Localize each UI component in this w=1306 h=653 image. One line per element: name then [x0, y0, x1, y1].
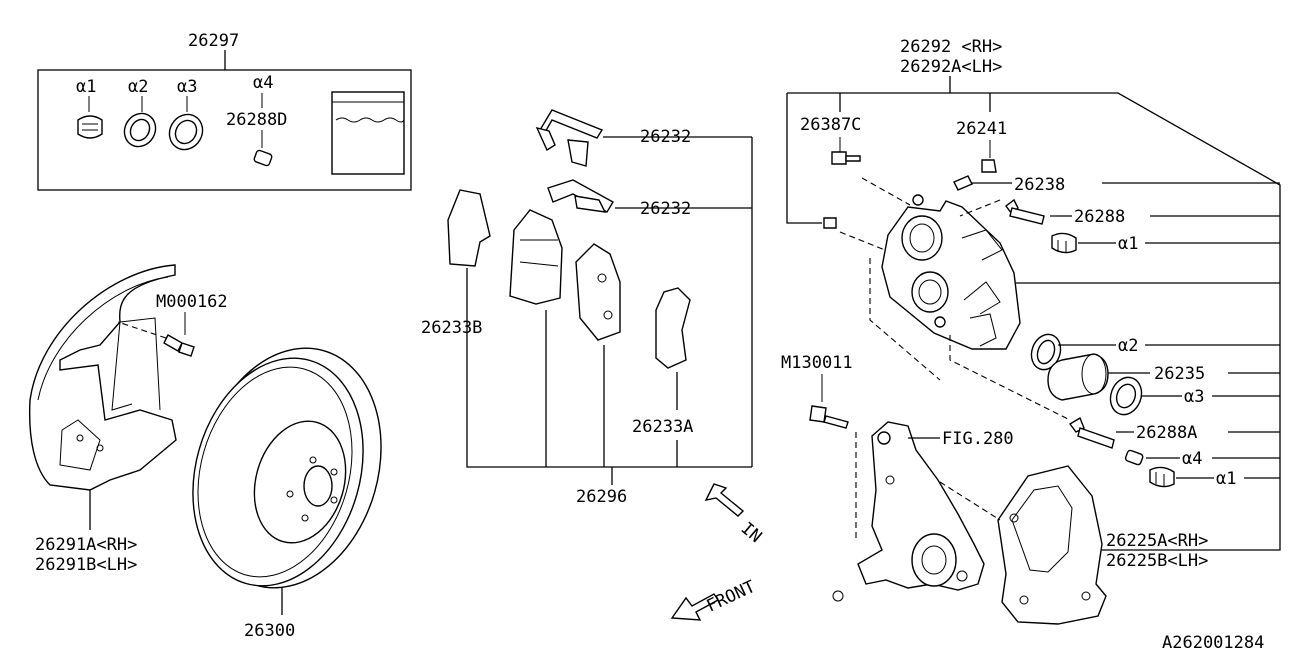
knuckle-icon: [832, 421, 985, 602]
label-clip-lower[interactable]: 26232: [640, 199, 691, 219]
bolt-icon: [823, 217, 837, 229]
label-arrow-in[interactable]: IN: [737, 519, 766, 547]
guide-pin-icon: [1005, 198, 1045, 225]
label-guide-pin-a[interactable]: 26288A: [1136, 423, 1197, 443]
rotor-icon: [192, 347, 382, 589]
label-a3-right[interactable]: α3: [1184, 387, 1204, 407]
label-a4-right[interactable]: α4: [1182, 449, 1202, 469]
label-bolt-c[interactable]: 26387C: [800, 115, 861, 135]
label-a4-kit[interactable]: α4: [253, 73, 273, 93]
arrow-front-icon: FRONT: [670, 577, 759, 621]
label-support-lh[interactable]: 26225B<LH>: [1106, 551, 1208, 571]
label-caliper-rh[interactable]: 26292 <RH>: [900, 37, 1002, 57]
label-shim-a[interactable]: 26233A: [632, 417, 693, 437]
boot-icon: [168, 113, 204, 151]
seal-ring-icon: [1030, 333, 1062, 371]
pad-icon: [509, 209, 563, 305]
label-a2-right[interactable]: α2: [1118, 336, 1138, 356]
label-a1-right2[interactable]: α1: [1216, 469, 1236, 489]
label-cover-rh[interactable]: 26291A<RH>: [35, 535, 137, 555]
label-a1-kit[interactable]: α1: [76, 77, 96, 97]
label-a3-kit[interactable]: α3: [177, 77, 197, 97]
label-bleeder[interactable]: 26238: [1014, 175, 1065, 195]
support-icon: [997, 465, 1107, 625]
boot-icon: [1109, 376, 1143, 416]
label-cover-lh[interactable]: 26291B<LH>: [35, 555, 137, 575]
label-a2-kit[interactable]: α2: [128, 77, 148, 97]
label-fig-ref[interactable]: FIG.280: [942, 429, 1014, 449]
boot-icon: [1149, 466, 1175, 488]
label-piston[interactable]: 26235: [1154, 364, 1205, 384]
guide-pin-icon: [1068, 416, 1115, 449]
label-bleeder-cap[interactable]: 26241: [956, 119, 1007, 139]
caliper-icon: [881, 194, 1021, 350]
arrow-in-icon: IN: [704, 483, 766, 547]
boot-icon: [77, 115, 103, 139]
label-pad-set[interactable]: 26296: [576, 487, 627, 507]
bolt-icon: [831, 151, 861, 165]
label-shim-b[interactable]: 26233B: [421, 318, 482, 338]
shim-icon: [655, 287, 691, 369]
seal-ring-icon: [123, 112, 157, 148]
piston-icon: [1047, 353, 1109, 401]
label-bolt-m0[interactable]: M000162: [156, 292, 228, 312]
pin-icon: [253, 149, 273, 167]
bolt-icon: [809, 405, 849, 429]
shim-icon: [447, 189, 491, 267]
clip-icon: [547, 179, 614, 213]
bolt-icon: [163, 334, 195, 357]
cover-icon: [28, 264, 177, 491]
label-a1-right[interactable]: α1: [1118, 234, 1138, 254]
label-pin-kit[interactable]: 26288D: [226, 110, 287, 130]
label-rotor[interactable]: 26300: [244, 621, 295, 641]
boot-icon: [1051, 232, 1077, 254]
pin-icon: [1124, 449, 1144, 466]
label-kit[interactable]: 26297: [188, 31, 239, 51]
label-bolt-m13[interactable]: M130011: [781, 353, 853, 373]
label-caliper-lh[interactable]: 26292A<LH>: [900, 57, 1002, 77]
bleeder-icon: [953, 175, 973, 191]
diagram-code: A262001284: [1162, 633, 1264, 653]
bleeder-cap-icon: [981, 159, 997, 173]
label-arrow-front[interactable]: FRONT: [704, 577, 759, 617]
label-guide-pin[interactable]: 26288: [1074, 207, 1125, 227]
clip-icon: [535, 109, 604, 167]
label-support-rh[interactable]: 26225A<RH>: [1106, 531, 1208, 551]
pad-icon: [575, 243, 621, 341]
label-clip-upper[interactable]: 26232: [640, 127, 691, 147]
grease-pack-icon: [331, 91, 405, 175]
kit-group: 26297 α1 α2 α3 α4 26288D: [37, 31, 412, 191]
